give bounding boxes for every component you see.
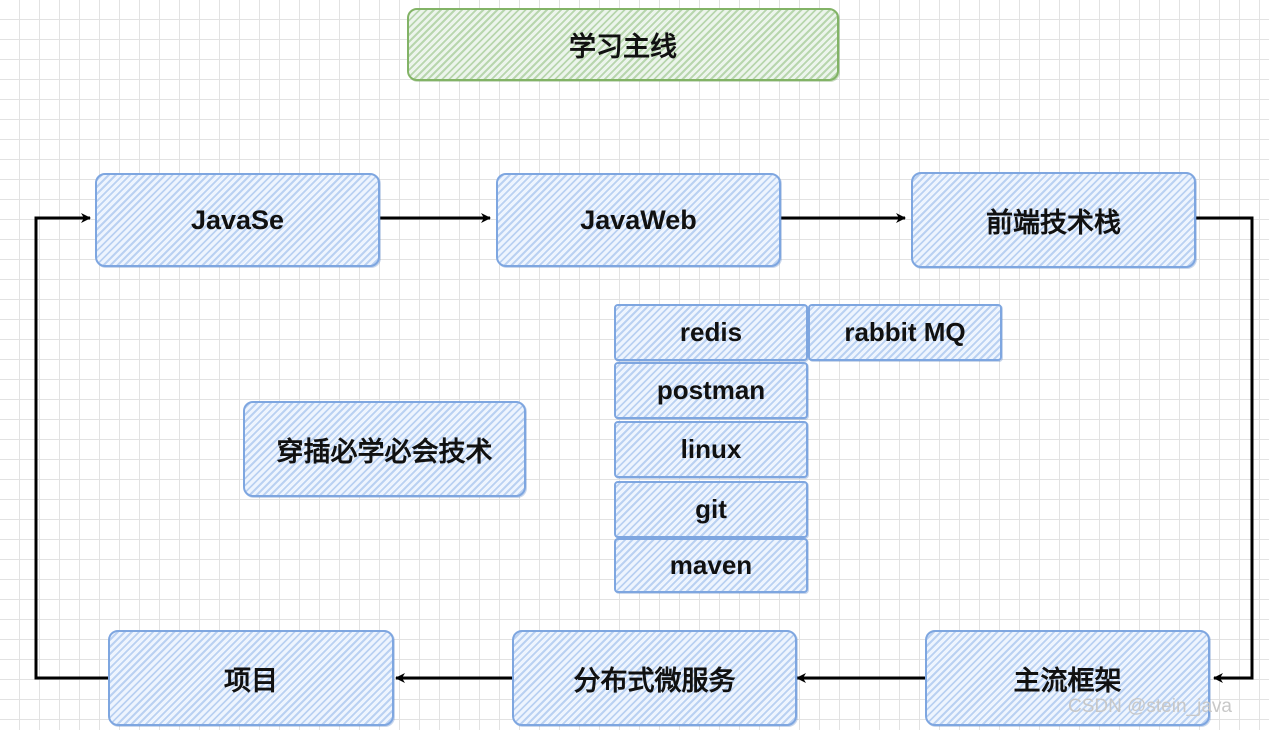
- tool-postman: postman: [614, 362, 808, 419]
- node-javaweb: JavaWeb: [496, 173, 781, 267]
- node-javase: JavaSe: [95, 173, 380, 267]
- arrow-frontend-to-frameworks: [1196, 216, 1254, 683]
- tool-maven: maven: [614, 538, 808, 593]
- node-side-label: 穿插必学必会技术: [243, 401, 526, 497]
- tool-redis: redis: [614, 304, 808, 361]
- tool-linux: linux: [614, 421, 808, 478]
- arrow-project-to-javase: [34, 213, 108, 680]
- node-project: 项目: [108, 630, 394, 726]
- tool-rabbitmq: rabbit MQ: [808, 304, 1002, 361]
- tool-git: git: [614, 481, 808, 538]
- node-microservices: 分布式微服务: [512, 630, 797, 726]
- node-frameworks: 主流框架: [925, 630, 1210, 726]
- watermark-text: CSDN @stein_java: [1068, 696, 1232, 717]
- node-frontend: 前端技术栈: [911, 172, 1196, 268]
- title-box: 学习主线: [407, 8, 839, 81]
